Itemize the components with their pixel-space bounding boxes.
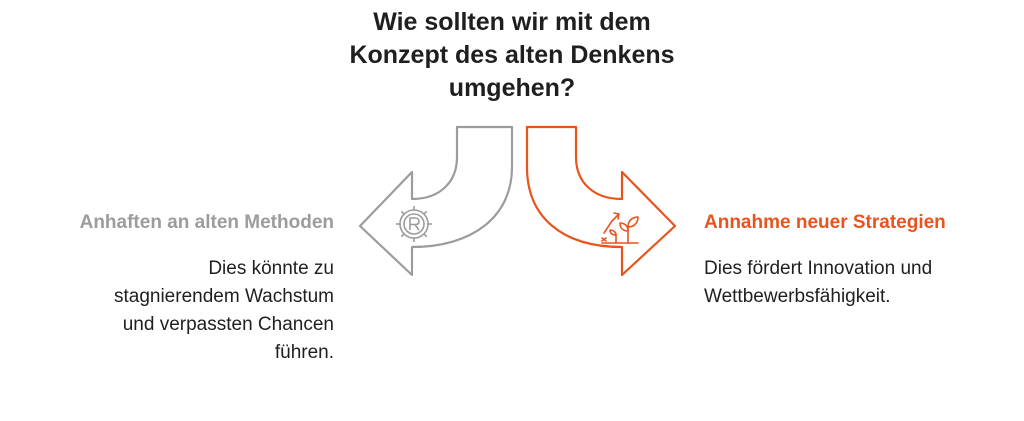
right-desc-line-1: Dies fördert Innovation und xyxy=(704,258,933,279)
left-desc-line-1: Dies könnte zu xyxy=(208,258,334,279)
title-line-3: umgehen? xyxy=(448,74,576,102)
left-option-heading: Anhaften an alten Methoden xyxy=(79,212,334,233)
left-desc-line-4: führen. xyxy=(274,342,334,363)
right-option-description: Dies fördert Innovation und Wettbewerbsf… xyxy=(704,255,1014,311)
right-option-heading: Annahme neuer Strategien xyxy=(704,212,946,233)
right-arrow xyxy=(525,125,677,277)
diagram-title: Wie sollten wir mit dem Konzept des alte… xyxy=(262,6,762,105)
left-desc-line-3: und verpassten Chancen xyxy=(122,314,334,335)
right-desc-line-2: Wettbewerbsfähigkeit. xyxy=(704,286,891,307)
left-option-description: Dies könnte zu stagnierendem Wachstum un… xyxy=(34,255,334,367)
title-line-2: Konzept des alten Denkens xyxy=(349,41,675,69)
left-arrow xyxy=(358,125,514,277)
gear-r-icon xyxy=(396,206,432,242)
growing-plant-icon xyxy=(601,212,639,244)
left-desc-line-2: stagnierendem Wachstum xyxy=(113,286,334,307)
title-line-1: Wie sollten wir mit dem xyxy=(373,8,651,36)
